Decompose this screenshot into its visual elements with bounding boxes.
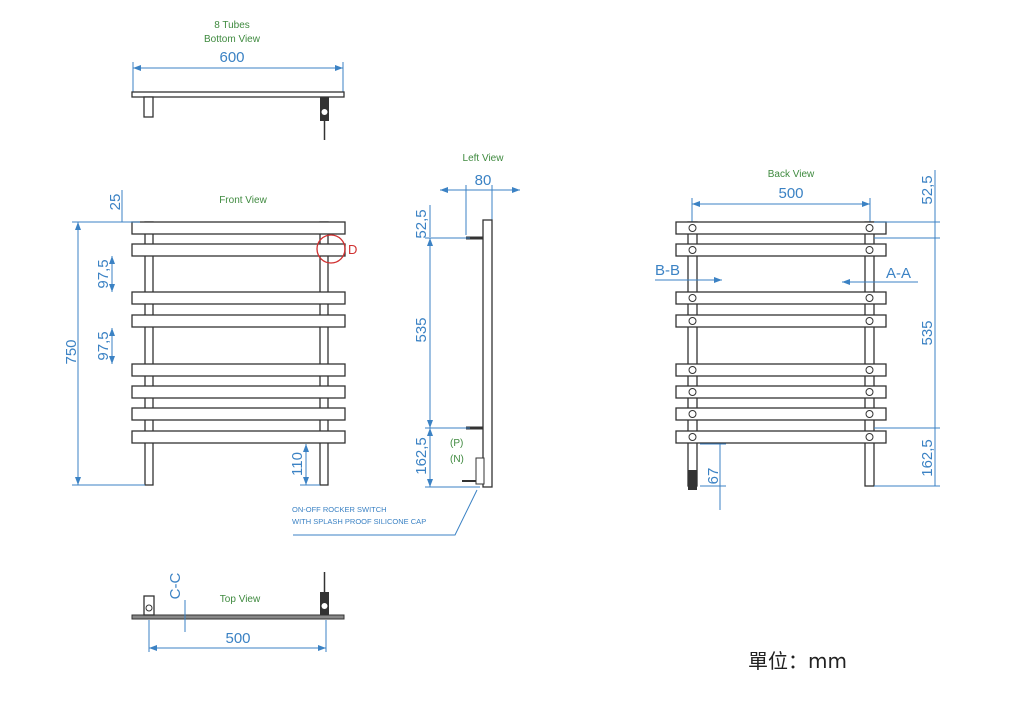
left-view: Left View 80 52,5 535 162,5 (P) (N) ON-O… [292,153,520,536]
bottom-view: 8 Tubes Bottom View 600 [131,20,345,140]
mounting-hole [865,388,874,396]
mounting-hole [865,433,874,441]
label-p: (P) [450,438,463,449]
mounting-hole [688,317,697,325]
tube [131,407,346,421]
mounting-hole [688,366,697,374]
unit-label: 單位：mm [748,649,847,673]
tube [131,363,346,377]
tube [675,291,887,305]
mounting-hole [865,317,874,325]
section-b-b: B-B [655,262,680,279]
tube [675,363,887,377]
bottom-view-title-1: 8 Tubes [214,20,250,31]
back-bottom-dim: 162,5 [919,439,936,477]
back-mid-dim: 535 [919,320,936,345]
tube [675,385,887,399]
left-bottom-dim: 162,5 [413,437,430,475]
tube [675,430,887,444]
front-height-dim: 750 [63,339,80,364]
mounting-hole [688,410,697,418]
mounting-hole [865,224,874,232]
front-leg-dim: 110 [289,452,306,476]
back-top-dim: 52,5 [919,175,936,204]
tube [131,243,346,257]
back-view: Back View 500 67 52,5 535 162,5 B-B A-A [655,169,940,510]
tube [131,385,346,399]
note-line-1: ON-OFF ROCKER SWITCH [292,505,387,514]
tube [131,291,346,305]
bottom-view-title-2: Bottom View [204,34,261,45]
mounting-hole [865,410,874,418]
detail-d-label: D [348,242,357,257]
mounting-hole [688,433,697,441]
left-mid-dim: 535 [413,317,430,342]
section-c-c: C-C [167,573,184,600]
front-top-dim: 25 [107,194,124,211]
mounting-hole [688,294,697,302]
left-top-dim: 52,5 [413,209,430,238]
front-view: Front View D 750 25 97,5 97,5 110 [63,190,357,486]
mounting-hole [865,246,874,254]
tube [131,314,346,328]
tube [675,221,887,235]
tube [131,221,346,235]
detail-d-circle [316,234,346,264]
note-line-2: WITH SPLASH PROOF SILICONE CAP [292,517,426,526]
back-view-title: Back View [768,169,815,180]
front-view-title: Front View [219,195,267,206]
top-view: Top View C-C 500 [131,572,345,652]
left-depth-dim: 80 [475,172,492,189]
front-gap1-dim: 97,5 [95,259,112,288]
left-view-title: Left View [463,153,505,164]
mounting-hole [688,388,697,396]
back-width-dim: 500 [778,185,803,202]
tube [675,314,887,328]
tube [131,430,346,444]
bottom-width-dim: 600 [219,49,244,66]
top-view-title: Top View [220,594,261,605]
top-width-dim: 500 [225,630,250,647]
front-gap2-dim: 97,5 [95,331,112,360]
label-n: (N) [450,454,464,465]
mounting-hole [865,294,874,302]
mounting-hole [865,366,874,374]
mounting-hole [688,224,697,232]
mounting-hole [688,246,697,254]
back-switch-dim: 67 [705,468,722,485]
tube [675,407,887,421]
tube [675,243,887,257]
section-a-a: A-A [886,265,911,282]
